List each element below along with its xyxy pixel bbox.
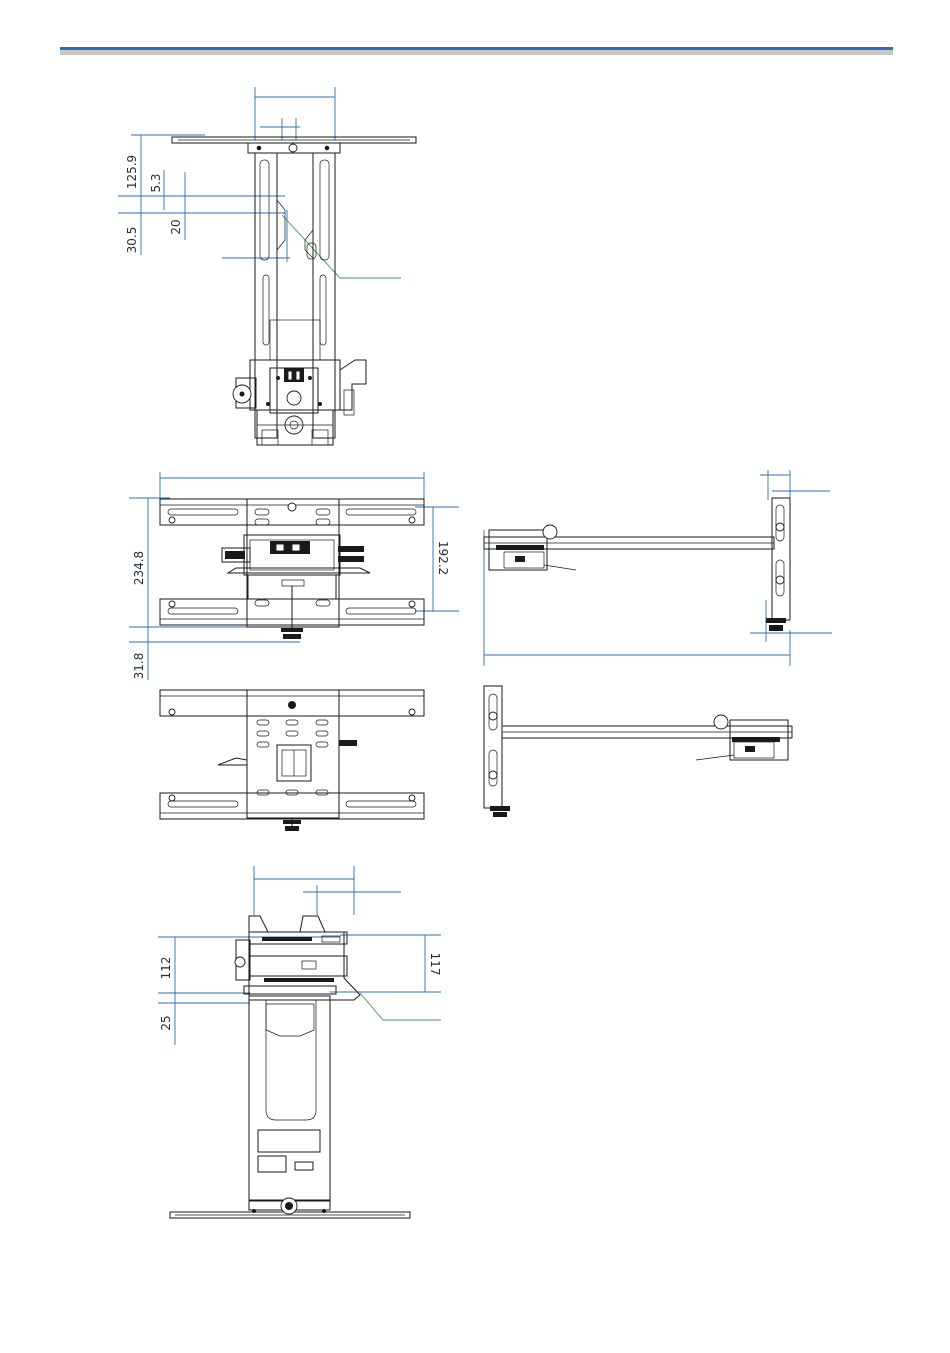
rear-view-drawing [160,690,424,831]
top-view-leader-line [282,215,401,278]
front-dim-234-8: 234.8 [132,551,146,585]
bottom-dim-117: 117 [428,953,442,976]
bottom-view-mount-body [170,916,410,1218]
bottom-dim-25: 25 [159,1015,173,1030]
front-view-drawing: 234.8 192.2 31.8 [129,472,459,680]
side-view-drawing [484,470,832,666]
front-dim-192-2: 192.2 [436,541,450,575]
bottom-view-leader-line [360,993,441,1020]
side-view-mount-body [484,498,790,631]
top-view-drawing: 125.9 5.3 20 30.5 [118,87,416,445]
top-dim-125-9: 125.9 [125,155,139,189]
bottom-view-drawing: 112 25 117 [158,866,442,1218]
header-rule [60,47,893,55]
front-view-mount-body [160,499,424,639]
top-dim-5-3: 5.3 [149,173,163,192]
top-view-mount-body [172,137,416,445]
bottom-dim-112: 112 [159,957,173,980]
top-dim-20: 20 [169,219,183,234]
front-dim-31-8: 31.8 [132,653,146,680]
top-dim-30-5: 30.5 [125,227,139,254]
side-view-mirrored-drawing [484,686,792,817]
